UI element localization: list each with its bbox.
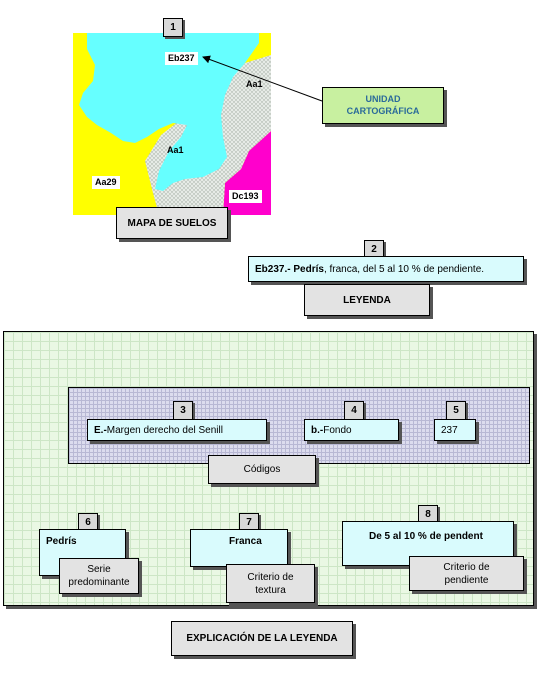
codes-caption: Códigos	[208, 455, 316, 484]
code-margin-letter: E.-	[94, 424, 107, 436]
code-fondo-text: Fondo	[323, 424, 352, 436]
marker-3: 3	[173, 401, 193, 420]
series-caption: Serie predominante	[59, 558, 139, 594]
series-caption-line1: Serie	[87, 564, 111, 575]
unit-callout-line2: CARTOGRÁFICA	[346, 106, 420, 116]
marker-5: 5	[446, 401, 466, 420]
marker-1: 1	[163, 18, 183, 37]
slope-caption-line1: Criterio de	[443, 561, 490, 573]
code-margin-box: E.- Margen derecho del Senill	[87, 419, 267, 441]
texture-caption-line2: textura	[255, 584, 286, 596]
explanation-caption: EXPLICACIÓN DE LA LEYENDA	[171, 621, 353, 656]
slope-caption-line2: pendiente	[444, 574, 489, 586]
map-label-eb237: Eb237	[165, 52, 198, 65]
marker-8: 8	[418, 505, 438, 524]
map-label-aa1-center: Aa1	[167, 145, 184, 155]
legend-entry: Eb237.- Pedrís, franca, del 5 al 10 % de…	[248, 256, 524, 282]
legend-rest: , franca, del 5 al 10 % de pendiente.	[323, 263, 485, 275]
unit-callout: UNIDAD CARTOGRÁFICA	[322, 87, 444, 124]
map-label-aa29: Aa29	[92, 176, 120, 189]
map-caption: MAPA DE SUELOS	[116, 207, 228, 239]
series-caption-line2: predominante	[68, 577, 130, 588]
texture-caption: Criterio de textura	[226, 564, 315, 603]
map-zone-eb237	[79, 33, 259, 191]
legend-caption: LEYENDA	[304, 284, 430, 316]
legend-code: Eb237.-	[255, 263, 291, 275]
legend-name: Pedrís	[293, 263, 324, 275]
code-margin-text: Margen derecho del Senill	[106, 424, 223, 436]
code-fondo-letter: b.-	[311, 424, 324, 436]
slope-caption: Criterio de pendiente	[409, 556, 524, 591]
map-label-dc193: Dc193	[229, 190, 262, 203]
texture-value-box: Franca	[190, 529, 288, 567]
code-number-box: 237	[434, 419, 476, 441]
code-fondo-box: b.- Fondo	[304, 419, 399, 441]
map-label-aa1-top: Aa1	[246, 79, 263, 89]
slope-value-box: De 5 al 10 % de pendent	[342, 521, 514, 566]
marker-4: 4	[344, 401, 364, 420]
texture-caption-line1: Criterio de	[247, 571, 294, 583]
unit-callout-line1: UNIDAD	[365, 94, 401, 104]
